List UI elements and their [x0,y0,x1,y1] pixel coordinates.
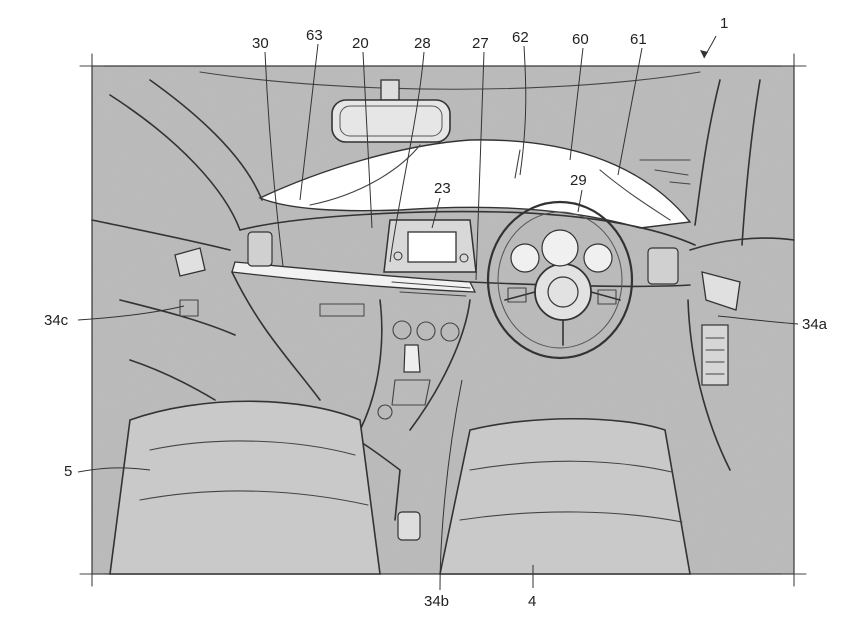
steering-wheel [486,200,634,360]
dashboard [231,210,696,401]
label-30: 30 [252,35,269,52]
reference-numerals: 1 30 63 20 28 27 62 60 61 23 29 34c 34a … [44,15,828,610]
instrument-cluster [510,229,613,273]
label-63: 63 [306,27,323,44]
right-door [687,237,795,471]
label-29: 29 [570,172,587,189]
label-34b: 34b [424,593,449,610]
label-34c: 34c [44,312,69,329]
label-23: 23 [434,180,451,197]
label-34a: 34a [802,316,828,333]
label-20: 20 [352,35,369,52]
label-5: 5 [64,463,72,480]
roof-and-pillars [109,71,761,246]
seats [109,400,691,575]
rearview-mirror [331,79,451,143]
label-61: 61 [630,31,647,48]
center-display [383,219,477,297]
label-28: 28 [414,35,431,52]
label-27: 27 [472,35,489,52]
left-door [91,219,236,401]
label-1: 1 [720,15,728,32]
label-60: 60 [572,31,589,48]
label-62: 62 [512,29,529,46]
label-4: 4 [528,593,536,610]
leader-lines [77,35,799,591]
